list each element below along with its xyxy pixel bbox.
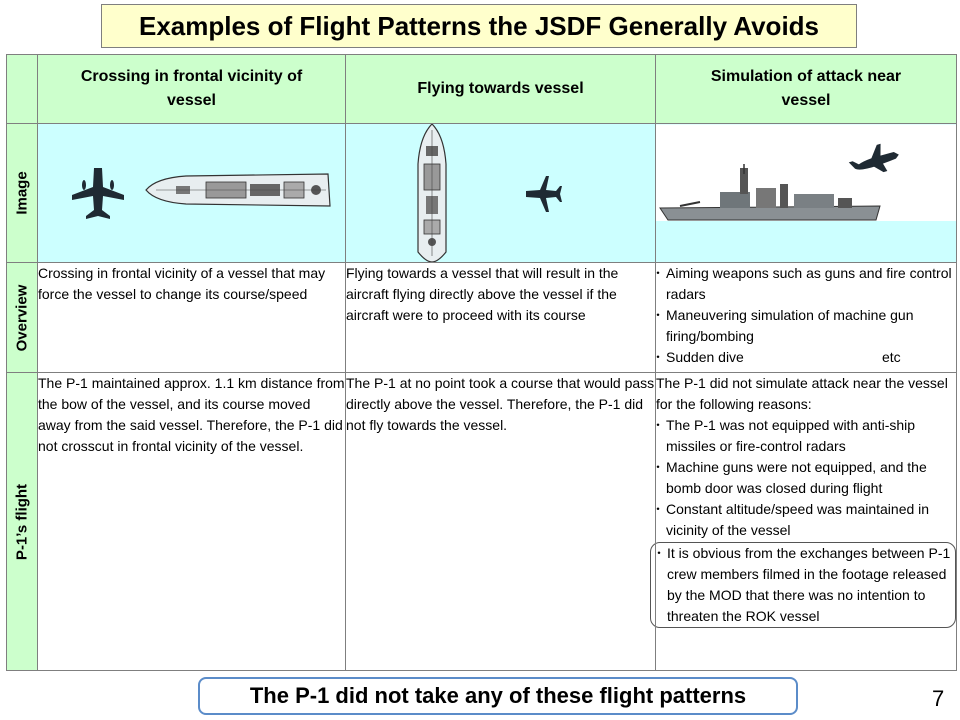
- overview-crossing: Crossing in frontal vicinity of a vessel…: [37, 262, 346, 373]
- boxed-note: It is obvious from the exchanges between…: [650, 542, 956, 628]
- row-label-overview-text: Overview: [13, 284, 31, 351]
- list-item: It is obvious from the exchanges between…: [653, 543, 955, 627]
- page-title: Examples of Flight Patterns the JSDF Gen…: [101, 4, 857, 48]
- image-flying-towards: [345, 123, 656, 263]
- flying-towards-illustration: [417, 124, 562, 262]
- overview-attack-simulation: Aiming weapons such as guns and fire con…: [652, 262, 957, 373]
- flight-attack-list: The P-1 was not equipped with anti-ship …: [652, 415, 956, 541]
- row-label-image-text: Image: [13, 171, 31, 215]
- list-item: Maneuvering simulation of machine gun fi…: [652, 305, 956, 347]
- overview-row: Overview Crossing in frontal vicinity of…: [6, 262, 957, 373]
- list-item: Machine guns were not equipped, and the …: [652, 457, 956, 499]
- page-number: 7: [932, 686, 945, 711]
- aircraft-icon: [526, 176, 562, 212]
- image-attack-simulation: [655, 123, 957, 263]
- row-label-overview: Overview: [6, 262, 38, 373]
- flight-patterns-table: Crossing in frontal vicinity of vessel F…: [6, 54, 957, 671]
- flight-row: P-1’s flight The P-1 maintained approx. …: [6, 372, 957, 671]
- aircraft-icon: [848, 143, 899, 173]
- column-header-flying-towards: Flying towards vessel: [345, 54, 656, 124]
- conclusion-box: The P-1 did not take any of these flight…: [198, 677, 798, 715]
- overview-attack-list: Aiming weapons such as guns and fire con…: [652, 263, 956, 368]
- aircraft-icon: [72, 168, 124, 219]
- list-item: Aiming weapons such as guns and fire con…: [652, 263, 956, 305]
- flight-flying-towards: The P-1 at no point took a course that w…: [345, 372, 656, 671]
- flight-attack-intro: The P-1 did not simulate attack near the…: [656, 375, 948, 412]
- flight-crossing: The P-1 maintained approx. 1.1 km distan…: [37, 372, 346, 671]
- row-label-flight: P-1’s flight: [6, 372, 38, 671]
- warship-icon: [659, 164, 881, 221]
- row-label-image: Image: [6, 123, 38, 263]
- crossing-illustration: [72, 168, 331, 219]
- header-row: Crossing in frontal vicinity of vessel F…: [6, 54, 957, 124]
- etc-text: etc: [882, 349, 901, 365]
- list-item-text: Sudden dive: [666, 349, 744, 365]
- column-header-crossing: Crossing in frontal vicinity of vessel: [37, 54, 346, 124]
- warship-icon: [417, 124, 447, 262]
- attack-simulation-illustration: [659, 143, 899, 221]
- column-header-attack-simulation: Simulation of attack near vessel: [655, 54, 957, 124]
- image-crossing: [37, 123, 346, 263]
- list-item: Constant altitude/speed was maintained i…: [652, 499, 956, 541]
- flight-attack-simulation: The P-1 did not simulate attack near the…: [650, 372, 957, 671]
- corner-cell: [6, 54, 38, 124]
- warship-icon: [145, 173, 331, 207]
- row-label-flight-text: P-1’s flight: [13, 483, 31, 560]
- list-item: Sudden dive etc: [652, 347, 956, 368]
- list-item: The P-1 was not equipped with anti-ship …: [652, 415, 956, 457]
- image-row: Image: [6, 123, 957, 263]
- overview-flying-towards: Flying towards a vessel that will result…: [345, 262, 656, 373]
